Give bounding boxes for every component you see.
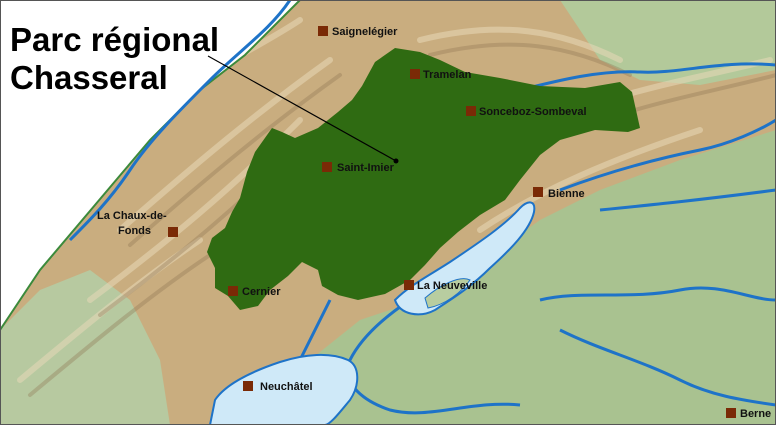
place-marker — [228, 286, 238, 296]
place-marker — [404, 280, 414, 290]
river-doubs — [68, 0, 292, 242]
place-label: Cernier — [242, 286, 281, 298]
place-sonceboz: Sonceboz-Sombeval — [466, 106, 587, 118]
lowland-area-west — [0, 270, 170, 425]
lake-neuchatel — [208, 353, 359, 425]
place-marker — [168, 227, 178, 237]
place-label: Tramelan — [423, 69, 472, 81]
place-marker — [533, 187, 543, 197]
lake-biel — [393, 201, 536, 316]
place-label: Neuchâtel — [260, 381, 313, 393]
place-marker — [466, 106, 476, 116]
title-leader-line — [207, 55, 397, 162]
park-area — [207, 48, 640, 310]
place-saint-imier: Saint-Imier — [322, 162, 395, 174]
map-title-line1: Parc régional — [10, 21, 219, 58]
place-label: Berne — [740, 408, 771, 420]
place-bienne: Bienne — [533, 187, 585, 200]
place-saignelegier: Saignelégier — [318, 26, 398, 38]
france-area — [0, 0, 300, 330]
leader-dot — [393, 158, 399, 164]
place-marker — [410, 69, 420, 79]
place-label: Saignelégier — [332, 26, 398, 38]
place-neuveville: La Neuveville — [404, 280, 487, 292]
place-marker — [726, 408, 736, 418]
place-cernier: Cernier — [228, 286, 281, 298]
place-marker — [243, 381, 253, 391]
st-peter-island — [424, 278, 471, 309]
map-title-line2: Chasseral — [10, 59, 168, 96]
lowland-area-north — [560, 0, 776, 85]
place-chaux-de-fonds: La Chaux-de- Fonds — [97, 210, 178, 237]
place-label: Bienne — [548, 188, 585, 200]
place-berne: Berne — [726, 408, 771, 420]
place-neuchatel: Neuchâtel — [243, 381, 313, 393]
place-tramelan: Tramelan — [410, 69, 472, 81]
place-label-line1: La Chaux-de- — [97, 210, 167, 222]
place-label: Sonceboz-Sombeval — [479, 106, 587, 118]
place-label: La Neuveville — [417, 280, 487, 292]
place-label: Saint-Imier — [337, 162, 395, 174]
place-marker — [322, 162, 332, 172]
rivers — [298, 62, 776, 415]
place-marker — [318, 26, 328, 36]
place-label-line2: Fonds — [118, 225, 151, 237]
